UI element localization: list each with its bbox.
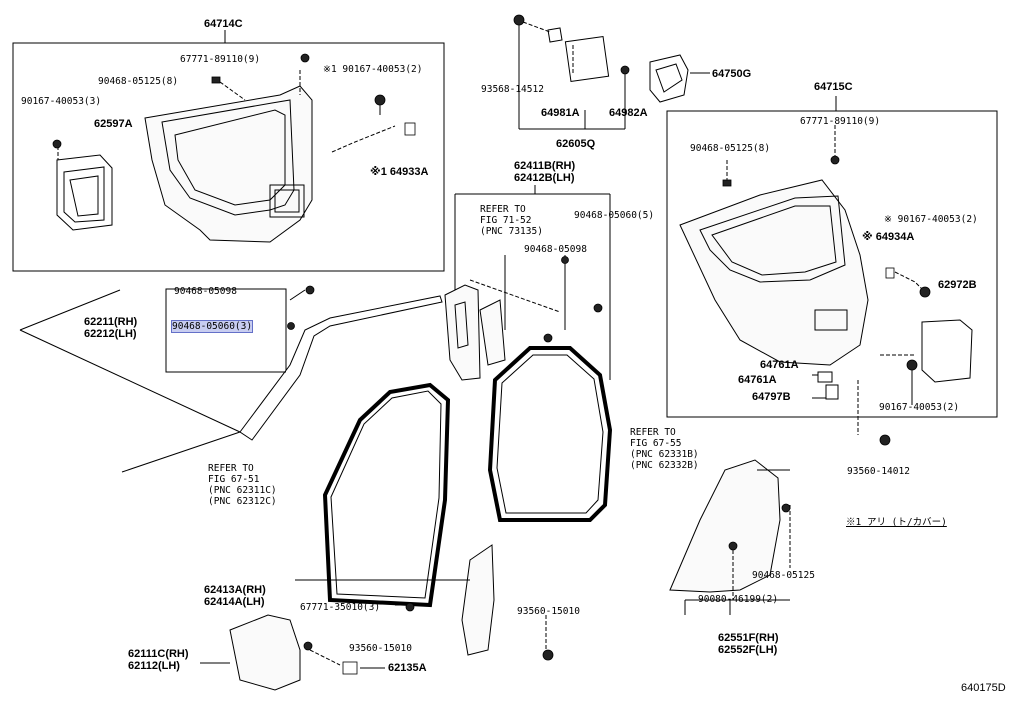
label-90167-40053-a: ※1 90167-40053(2) — [323, 64, 423, 75]
label-90468-05060-5: 90468-05060(5) — [574, 210, 655, 221]
clip-icon — [593, 303, 603, 313]
label-64714C: 64714C — [204, 18, 243, 30]
label-67771-89110-b: 67771-89110(9) — [800, 116, 881, 127]
label-90167-40053-3: 90167-40053(3) — [21, 96, 102, 107]
bolt-icon — [52, 139, 62, 149]
label-62605Q: 62605Q — [556, 138, 596, 150]
frame-box-64714C — [12, 42, 445, 272]
label-90468-05125-c: 90468-05125 — [752, 570, 815, 581]
bolt-icon — [919, 286, 931, 298]
bolt-icon — [542, 649, 554, 661]
label-67771-35010-3: 67771-35010(3) — [300, 602, 381, 613]
label-62411B-62412B: 62411B(RH)62412B(LH) — [514, 160, 576, 184]
bolt-icon — [513, 14, 525, 26]
label-93560-15010-a: 93560-15010 — [517, 606, 580, 617]
label-93560-14012: 93560-14012 — [847, 466, 910, 477]
label-62413A-62414A: 62413A(RH)62414A(LH) — [204, 584, 266, 608]
label-62111C-62112: 62111C(RH)62112(LH) — [128, 648, 189, 672]
figure-number: 640175D — [961, 682, 1006, 694]
label-64933A: ※1 64933A — [370, 166, 429, 178]
clip-icon — [728, 541, 738, 551]
clip-icon — [405, 602, 415, 612]
label-62597A: 62597A — [94, 118, 133, 130]
label-90468-05125-b: 90468-05125(8) — [690, 143, 771, 154]
bolt-icon — [906, 359, 918, 371]
bolt-icon — [879, 434, 891, 446]
label-90167-40053-c: 90167-40053(2) — [879, 402, 960, 413]
clip-icon — [561, 256, 569, 264]
label-62972B: 62972B — [938, 279, 977, 291]
label-90468-05098-b: 90468-05098 — [524, 244, 587, 255]
label-90468-05098-a: 90468-05098 — [174, 286, 237, 297]
label-62551F-62552F: 62551F(RH)62552F(LH) — [718, 632, 779, 656]
label-64982A: 64982A — [609, 107, 648, 119]
clip-icon — [830, 155, 840, 165]
label-90167-40053-b: ※ 90167-40053(2) — [884, 214, 978, 225]
note-label: ※1 アリ (ト/カバー) — [846, 517, 947, 528]
clip-icon — [781, 503, 791, 513]
label-64797B: 64797B — [752, 391, 791, 403]
label-90080-46199-2: 90080-46199(2) — [698, 594, 779, 605]
bolt-icon — [374, 94, 386, 106]
label-90468-05125-a: 90468-05125(8) — [98, 76, 179, 87]
label-62135A: 62135A — [388, 662, 427, 674]
label-93568-14512: 93568-14512 — [481, 84, 544, 95]
frame-box-64715C — [666, 110, 998, 418]
label-62211-62212: 62211(RH)62212(LH) — [84, 316, 138, 340]
clip-icon — [300, 53, 310, 63]
label-64761A-2: 64761A — [738, 374, 777, 386]
label-64715C: 64715C — [814, 81, 853, 93]
label-90468-05060-3-highlighted[interactable]: 90468-05060(3) — [170, 320, 254, 333]
label-64934A: ※ 64934A — [862, 231, 915, 243]
clip-icon — [287, 322, 295, 330]
label-67771-89110-a: 67771-89110(9) — [180, 54, 261, 65]
label-64750G: 64750G — [712, 68, 752, 80]
clip-icon — [305, 285, 315, 295]
label-64981A: 64981A — [541, 107, 580, 119]
label-93560-15010-b: 93560-15010 — [349, 643, 412, 654]
bolt-icon — [303, 641, 313, 651]
label-64761A-1: 64761A — [760, 359, 799, 371]
clip-icon — [543, 333, 553, 343]
clip-icon — [620, 65, 630, 75]
